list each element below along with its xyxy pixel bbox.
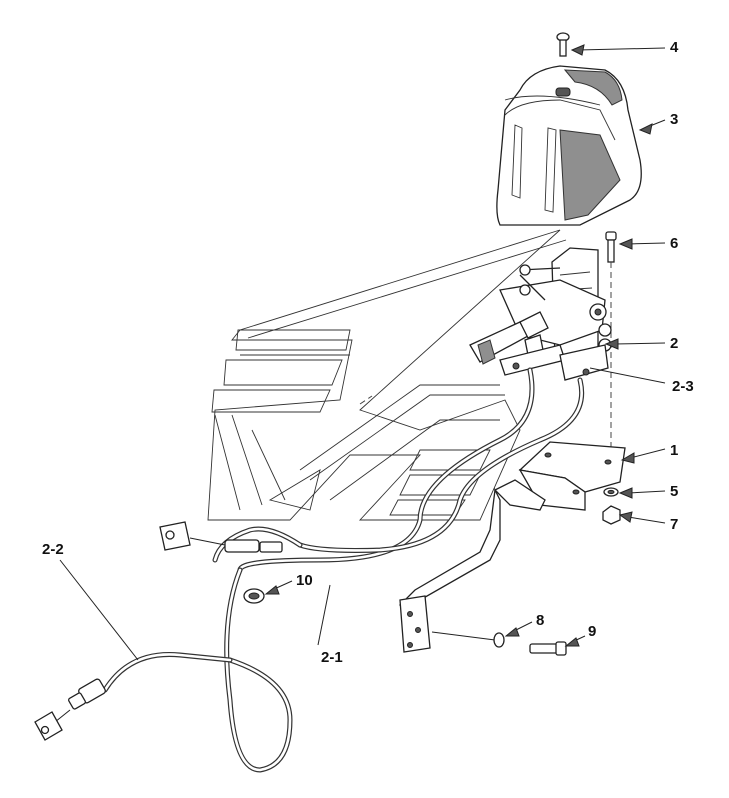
callout-2-1: 2-1: [321, 649, 343, 666]
callout-7: 7: [670, 516, 678, 533]
mounting-bracket-part: [399, 441, 626, 653]
callout-8: 8: [536, 612, 544, 629]
bolt-lower-part: [529, 641, 567, 656]
washer-lower-part: [493, 632, 505, 648]
leader-lines: [59, 44, 666, 661]
screw-top-part: [556, 32, 570, 57]
callout-5: 5: [670, 483, 678, 500]
callout-4: 4: [670, 39, 679, 56]
callout-2-3: 2-3: [672, 378, 694, 395]
callout-labels: 4 3 6 2 2-3 1 5 7 8 9 10 2-1 2-2: [42, 39, 694, 666]
callout-1: 1: [670, 442, 678, 459]
lever-mechanism-part: [469, 247, 612, 381]
cover-part: [496, 65, 642, 226]
callout-2: 2: [670, 335, 678, 352]
callout-10: 10: [296, 572, 313, 589]
washer-part: [603, 487, 619, 497]
cable-2-1-part: [159, 367, 585, 773]
cable-2-2-part: [34, 651, 233, 741]
callout-3: 3: [670, 111, 678, 128]
nut-part: [602, 505, 621, 525]
seat-ghost-outline: [207, 229, 567, 521]
callout-6: 6: [670, 235, 678, 252]
callout-2-2: 2-2: [42, 541, 64, 558]
callout-9: 9: [588, 623, 596, 640]
bolt-vertical-part: [605, 231, 617, 478]
